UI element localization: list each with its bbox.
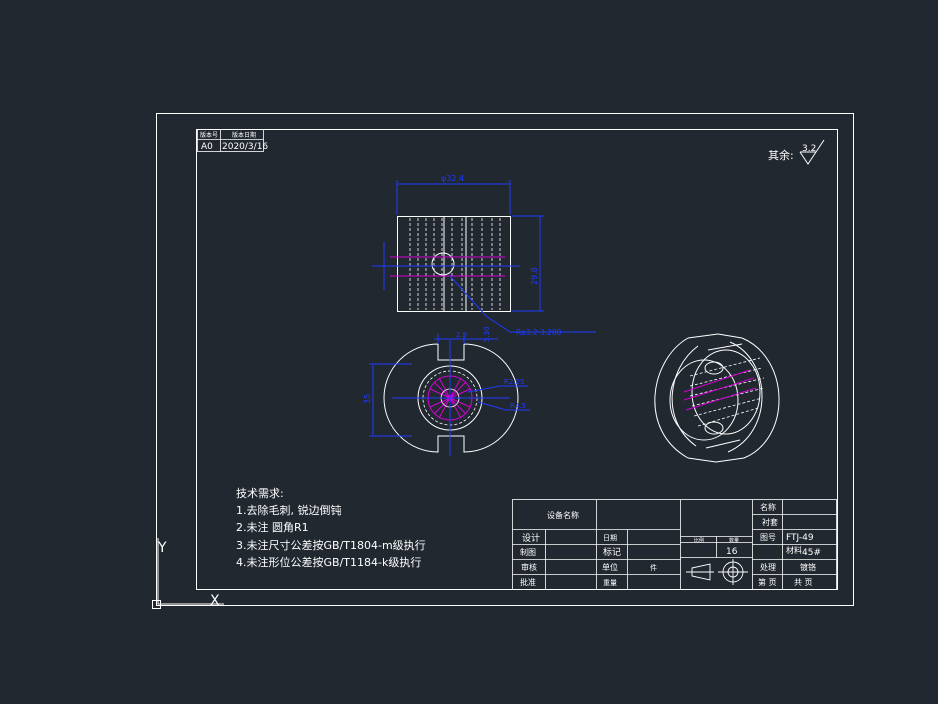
version-number-heading: 版本号 [200,131,218,139]
version-block: 版本号 版本日期 A0 2020/3/16 [197,129,268,152]
front-view: φ32.4 29.8 Ra3.2 3.200 5.30 [372,174,596,342]
ucs-icon: Y X [152,538,224,609]
name-value: 衬套 [762,517,778,527]
projection-symbol-icon [686,559,748,585]
radius-a-label: R2.25 [504,378,524,386]
outer-frame [156,113,854,606]
quantity-value: 16 [726,547,738,557]
side-view-outline [383,343,519,453]
slot-dimension-a: 2.5 [456,331,467,339]
material-label: 材料 [786,545,802,555]
drawing-no-label: 图号 [760,533,776,542]
top-width-label: φ32.4 [441,174,464,183]
isometric-view [654,333,780,463]
equipment-name-label: 设备名称 [547,510,579,520]
roughness-check-icon [799,139,825,165]
slot-dimension-b: 5.30 [483,326,491,342]
material-value: 45# [802,548,821,558]
radius-a-leader [467,385,528,393]
ucs-x-label: X [210,593,220,609]
sheet-total-label: 共 页 [794,578,813,587]
design-label: 设计 [522,532,540,544]
left-height-label: 35 [363,394,372,404]
treatment-value: 镀铬 [800,562,816,572]
roughness-value: 3.2 [802,144,816,154]
piece-label: 件 [650,563,657,572]
roughness-symbol: 其余: 3.2 [768,139,825,165]
version-date-heading: 版本日期 [232,131,256,139]
roughness-label: 其余: [768,148,794,162]
front-view-centerlines [372,242,520,290]
ucs-y-label: Y [157,540,167,556]
right-height-label: 29.8 [530,267,539,285]
sheet-number-label: 第 页 [758,577,777,587]
roughness-note-label: Ra3.2 3.200 [516,328,562,337]
mark-label: 标记 [603,546,621,558]
radius-b-label: R4.5 [510,402,526,410]
front-view-body [397,216,511,312]
top-width-dimension [396,180,511,215]
front-view-slits [409,218,501,310]
front-view-hole [431,252,455,276]
roughness-leader [449,275,596,333]
ratio-label: 比例 [694,537,704,544]
tech-requirement-4: 4.未注形位公差按GB/T1184-k级执行 [236,555,421,569]
drawing-no-value: FTJ-49 [786,533,814,543]
unit-count-label: 单位 [602,562,618,572]
tech-requirement-1: 1.去除毛刺, 锐边倒钝 [236,503,342,517]
version-date-value: 2020/3/16 [222,142,268,152]
slot-dimension [434,334,498,344]
left-height-dimension [369,363,412,437]
tech-requirement-3: 3.未注尺寸公差按GB/T1804-m级执行 [236,538,426,552]
date-label: 日期 [603,534,617,542]
approve-label: 批准 [520,577,536,587]
review-label: 审核 [521,562,537,572]
radius-b-leader [477,401,530,411]
quantity-label: 数量 [729,537,739,544]
right-height-dimension [512,215,544,312]
tech-requirements: 技术需求: 1.去除毛刺, 锐边倒钝 2.未注 圆角R1 3.未注尺寸公差按GB… [236,487,426,569]
treatment-label: 处理 [760,562,776,572]
name-label: 名称 [760,502,776,512]
side-view-centerlines [392,340,510,456]
weight-label: 重量 [603,579,617,587]
title-block: 设备名称 设计 制图 审核 批准 日期 标记 单位 重量 件 比例 数量 16 … [512,499,837,590]
tech-requirement-2: 2.未注 圆角R1 [236,520,309,534]
side-view: 35 2.5 R2.25 R4.5 [363,331,530,456]
tech-requirements-title: 技术需求: [236,487,284,500]
drawing-label: 制图 [520,547,536,557]
version-number-value: A0 [201,142,213,152]
